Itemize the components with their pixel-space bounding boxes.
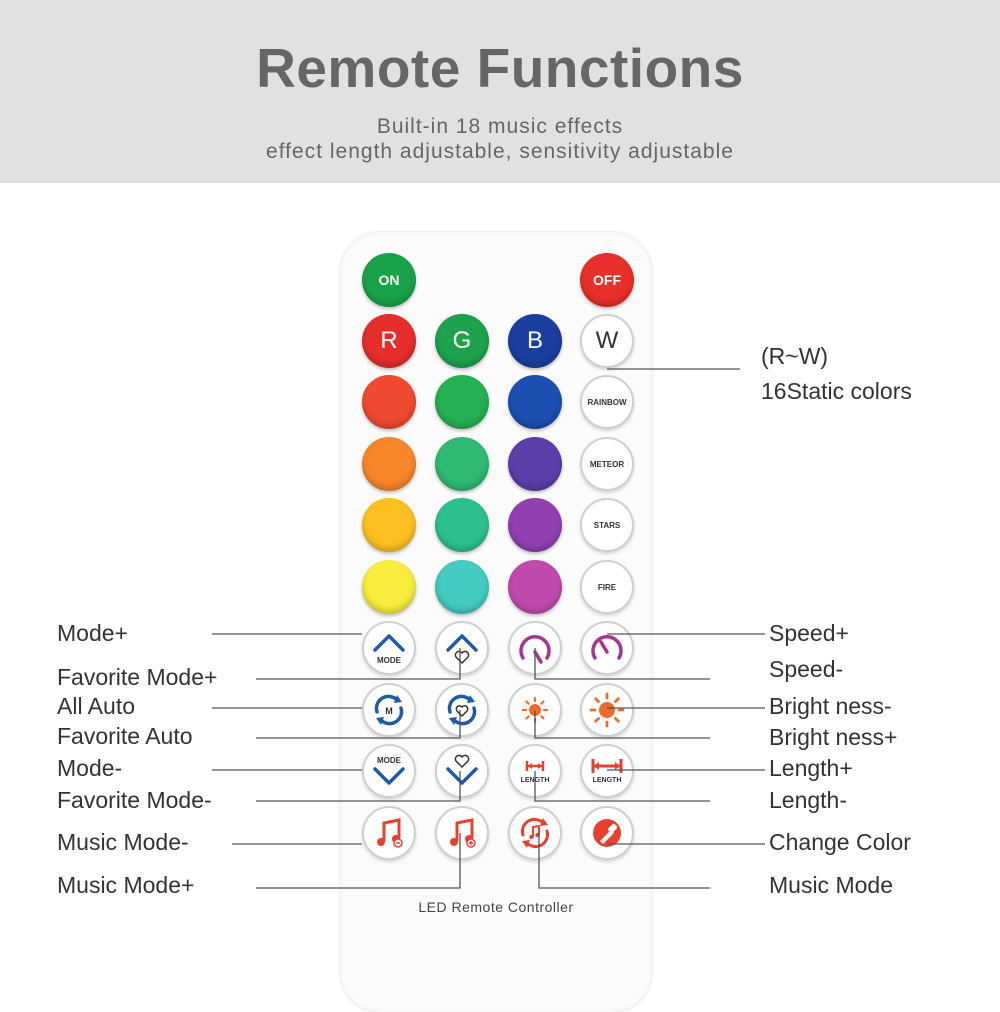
leader-line-fav-mode-plus	[256, 648, 461, 680]
music-cycle-icon	[520, 817, 550, 849]
leader-line-music-mode-plus	[256, 833, 461, 889]
favorite-mode-plus-button[interactable]	[435, 621, 489, 675]
all-auto-button[interactable]: M	[362, 683, 416, 737]
color-button[interactable]	[508, 437, 562, 491]
color-button[interactable]	[435, 375, 489, 429]
color-button[interactable]	[362, 498, 416, 552]
fire-button[interactable]: FIRE	[580, 560, 634, 614]
chevron-up-icon: MODE	[373, 634, 405, 665]
annotation-favorite-auto: Favorite Auto	[57, 723, 193, 749]
leader-line-bright-plus	[534, 710, 710, 739]
annotation-favorite-mode-plus: Favorite Mode+	[57, 664, 218, 690]
subtitle-line-2: effect length adjustable, sensitivity ad…	[266, 140, 734, 163]
mode-plus-button[interactable]: MODE	[362, 621, 416, 675]
annotation-mode-minus: Mode-	[57, 755, 123, 781]
on-button[interactable]: ON	[362, 253, 416, 307]
stars-button[interactable]: STARS	[580, 498, 634, 552]
meteor-button[interactable]: METEOR	[580, 437, 634, 491]
change-color-button[interactable]	[580, 806, 634, 860]
color-picker-icon	[593, 819, 621, 847]
auto-label: M	[385, 706, 393, 716]
sun-large-icon	[589, 692, 625, 728]
chevron-down-heart-icon	[446, 754, 478, 785]
white-button[interactable]: W	[580, 314, 634, 368]
header-banner: Remote Functions Built-in 18 music effec…	[0, 0, 1000, 183]
color-button[interactable]	[435, 560, 489, 614]
color-button[interactable]	[435, 498, 489, 552]
annotation-static-colors: 16Static colors	[761, 378, 912, 404]
fire-label: FIRE	[597, 582, 617, 592]
favorite-mode-minus-button[interactable]	[435, 744, 489, 798]
meteor-label: METEOR	[589, 459, 625, 469]
music-mode-minus-button[interactable]	[362, 806, 416, 860]
color-button[interactable]	[435, 437, 489, 491]
off-label: OFF	[593, 272, 621, 288]
leader-line-length-minus	[534, 771, 710, 802]
annotation-speed-minus: Speed-	[769, 656, 844, 682]
mode-minus-button[interactable]: MODE	[362, 744, 416, 798]
annotation-all-auto: All Auto	[57, 693, 135, 719]
leader-line-music-mode	[538, 833, 710, 889]
gauge-high-icon	[591, 635, 623, 660]
chevron-up-heart-icon	[446, 634, 478, 665]
red-label: R	[380, 327, 398, 354]
music-mode-plus-button[interactable]	[435, 806, 489, 860]
favorite-auto-button[interactable]	[435, 683, 489, 737]
speed-plus-button[interactable]	[580, 621, 634, 675]
annotation-favorite-mode-minus: Favorite Mode-	[57, 787, 212, 813]
annotation-change-color: Change Color	[769, 829, 911, 855]
annotation-mode-plus: Mode+	[57, 620, 128, 646]
rainbow-button[interactable]: RAINBOW	[580, 375, 634, 429]
annotation-music-mode-minus: Music Mode-	[57, 829, 189, 855]
green-label: G	[452, 327, 472, 354]
annotation-music-mode: Music Mode	[769, 872, 893, 898]
annotation-music-mode-plus: Music Mode+	[57, 872, 195, 898]
color-button[interactable]	[362, 375, 416, 429]
color-button[interactable]	[508, 375, 562, 429]
mode-label: MODE	[377, 656, 402, 665]
red-button[interactable]: R	[362, 314, 416, 368]
white-label: W	[595, 327, 619, 354]
off-button[interactable]: OFF	[580, 253, 634, 307]
color-button[interactable]	[508, 560, 562, 614]
mode-label: MODE	[377, 756, 402, 765]
annotation-brightness-minus: Bright ness-	[769, 693, 892, 719]
leader-line-fav-mode-minus	[256, 771, 461, 802]
color-button[interactable]	[508, 498, 562, 552]
auto-heart-icon	[447, 694, 477, 726]
music-note-plus-icon	[450, 818, 476, 848]
annotation-brightness-plus: Bright ness+	[769, 724, 898, 750]
gauge-low-icon	[519, 635, 551, 664]
length-long-icon: LENGTH	[591, 759, 623, 784]
color-button[interactable]	[362, 560, 416, 614]
blue-label: B	[526, 327, 543, 354]
length-plus-button[interactable]: LENGTH	[580, 744, 634, 798]
page-title: Remote Functions	[256, 37, 744, 99]
color-button[interactable]	[362, 437, 416, 491]
leader-line-speed-minus	[534, 648, 710, 680]
annotation-speed-plus: Speed+	[769, 620, 849, 646]
annotation-length-plus: Length+	[769, 755, 853, 781]
remote-brand-label: LED Remote Controller	[418, 899, 574, 915]
green-button[interactable]: G	[435, 314, 489, 368]
auto-cycle-icon: M	[374, 694, 404, 726]
music-note-icon	[377, 818, 403, 848]
leader-line-fav-auto	[256, 710, 461, 739]
brightness-plus-button[interactable]	[580, 683, 634, 737]
chevron-down-icon: MODE	[373, 756, 405, 785]
blue-button[interactable]: B	[508, 314, 562, 368]
music-mode-button[interactable]	[508, 806, 562, 860]
length-label: LENGTH	[593, 777, 622, 784]
stars-label: STARS	[593, 520, 621, 530]
rainbow-label: RAINBOW	[587, 397, 627, 407]
on-label: ON	[378, 272, 400, 288]
annotation-length-minus: Length-	[769, 787, 848, 813]
annotation-rw: (R~W)	[761, 343, 829, 369]
subtitle-line-1: Built-in 18 music effects	[376, 115, 624, 138]
